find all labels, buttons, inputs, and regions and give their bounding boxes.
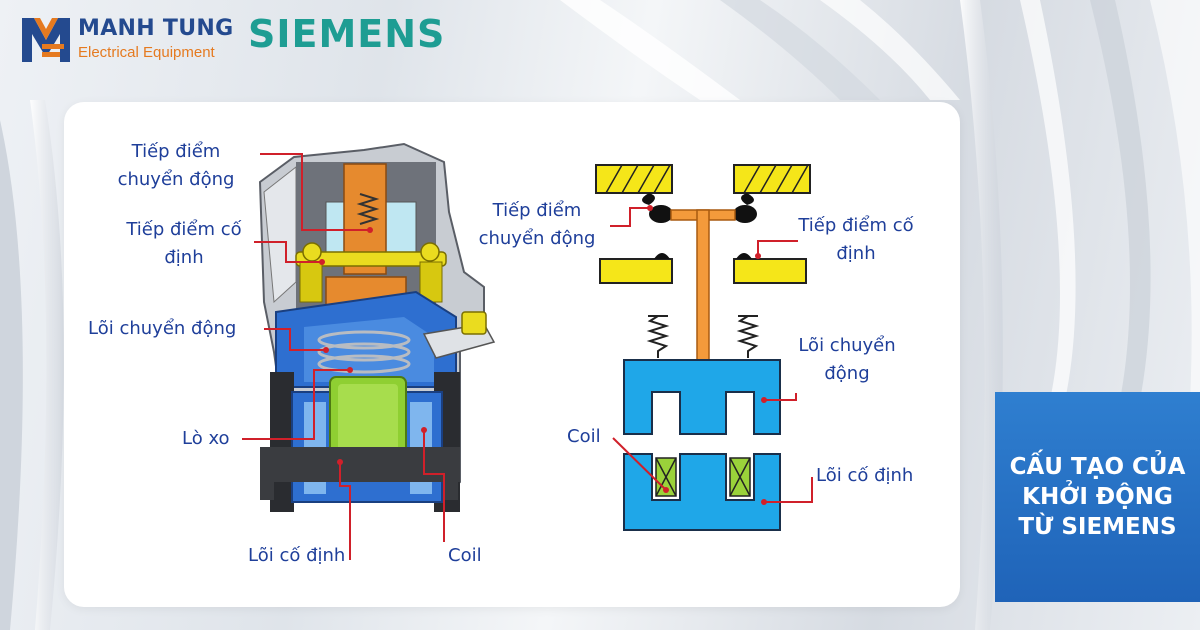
label-schematic-coil: Coil xyxy=(567,426,601,447)
label-cutaway-fixed-contact: Tiếp điểm cố định xyxy=(126,219,242,268)
label-schematic-fixed-contact: Tiếp điểm cố định xyxy=(798,215,914,264)
label-cutaway-fixed-core: Lõi cố định xyxy=(248,545,346,566)
schematic-diagram xyxy=(595,164,811,531)
schematic-leader-dots xyxy=(647,205,767,505)
siemens-logo: SIEMENS xyxy=(248,12,446,56)
label-schematic-fixed-core: Lõi cố định xyxy=(816,465,914,486)
label-cutaway-moving-core: Lõi chuyển động xyxy=(88,318,237,339)
schematic-leader-lines xyxy=(610,207,813,503)
title-banner: CẤU TẠO CỦA KHỞI ĐỘNG TỪ SIEMENS xyxy=(995,392,1200,602)
company-name: MANH TUNG xyxy=(78,16,234,41)
page-title: CẤU TẠO CỦA KHỞI ĐỘNG TỪ SIEMENS xyxy=(1009,454,1186,540)
cutaway-leader-dots xyxy=(319,227,427,465)
label-cutaway-moving-contact: Tiếp điểm chuyển động xyxy=(117,141,235,190)
company-tagline: Electrical Equipment xyxy=(78,44,215,61)
cutaway-illustration xyxy=(258,142,496,512)
label-schematic-moving-contact: Tiếp điểm chuyển động xyxy=(478,200,596,249)
label-cutaway-spring: Lò xo xyxy=(182,428,230,449)
cutaway-leader-lines xyxy=(242,153,445,560)
label-cutaway-coil: Coil xyxy=(448,545,482,566)
diagram-panel: Tiếp điểm chuyển động Tiếp điểm cố định … xyxy=(64,102,960,607)
contactor-diagram xyxy=(242,142,813,560)
label-schematic-moving-core: Lõi chuyển động xyxy=(798,335,896,384)
manh-tung-logo-icon xyxy=(22,18,70,62)
coil-winding-icon xyxy=(655,457,751,497)
